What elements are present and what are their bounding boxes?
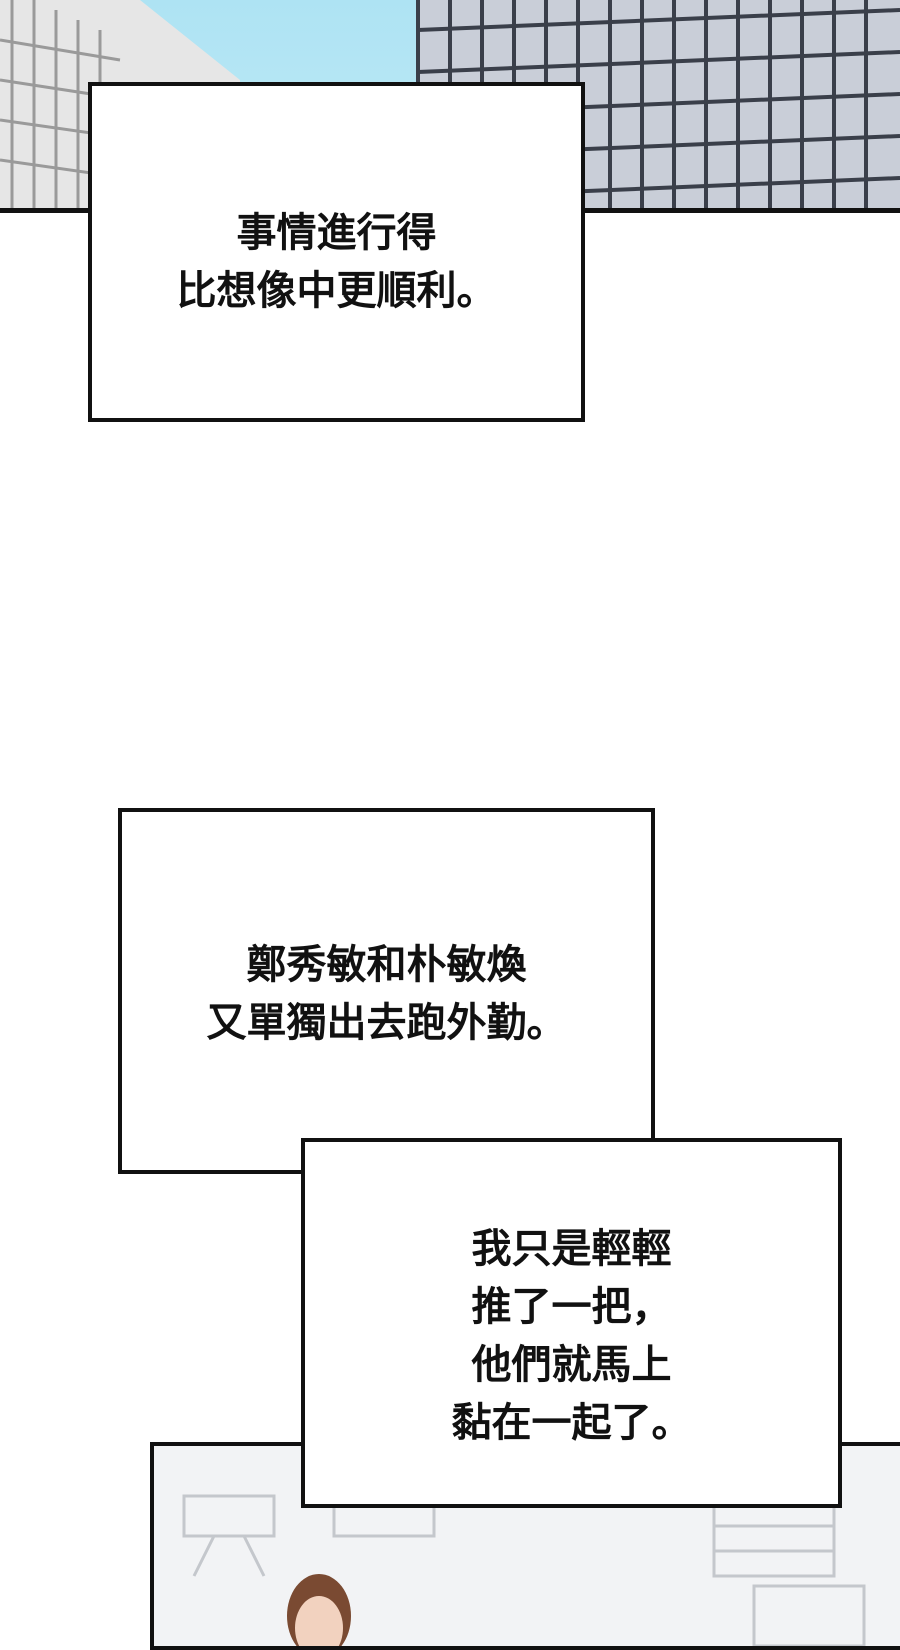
narration-box-3: 我只是輕輕 推了一把， 他們就馬上 黏在一起了。: [301, 1138, 842, 1508]
narration-line: 又單獨出去跑外勤。: [206, 999, 567, 1046]
narration-line: 事情進行得: [236, 209, 437, 256]
narration-line: 我只是輕輕: [471, 1225, 672, 1272]
narration-box-2: 鄭秀敏和朴敏煥 又單獨出去跑外勤。: [118, 808, 655, 1174]
narration-line: 鄭秀敏和朴敏煥: [246, 941, 527, 988]
narration-line: 比想像中更順利。: [176, 267, 497, 314]
narration-line: 他們就馬上: [471, 1341, 672, 1388]
narration-line: 推了一把，: [471, 1283, 672, 1330]
narration-line: 黏在一起了。: [451, 1399, 692, 1446]
narration-box-1: 事情進行得 比想像中更順利。: [88, 82, 585, 422]
